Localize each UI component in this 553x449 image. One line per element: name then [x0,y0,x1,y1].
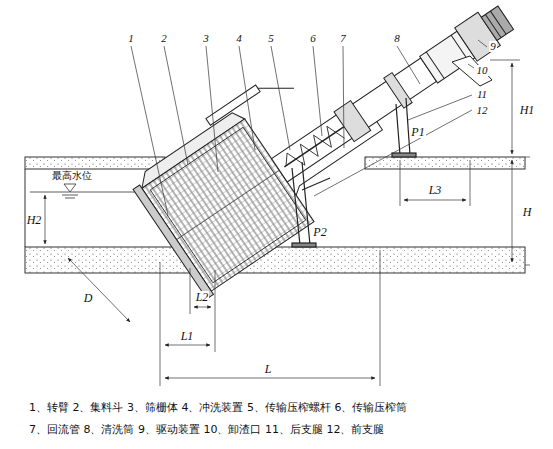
drawing-stroke [215,270,216,352]
drawing-stroke [64,184,76,192]
dimension-label: D [83,292,94,304]
discharge-outlet [452,56,492,86]
drawing-stroke [302,178,330,190]
drawing-stroke [478,40,487,47]
drawing-stroke [272,58,437,182]
drawing-stroke [485,14,501,37]
dimension-label: H2 [26,214,43,226]
drawing-stroke [525,157,530,158]
dimension-lines [45,60,530,386]
drawing-stroke [384,73,412,108]
drawing-stroke [525,265,530,266]
drawing-stroke [150,127,305,282]
drawing-stroke [400,160,401,206]
drawing-stroke [131,46,168,215]
callout-number: 9 [489,41,497,52]
legs [292,98,416,247]
drawing-stroke [490,11,506,34]
callout-number: 4 [235,33,243,44]
drawing-stroke [25,157,165,169]
callout-number: 1 [127,33,135,44]
drawing-stroke [408,95,472,120]
drawing-stroke [160,262,161,386]
drawing-stroke [292,243,316,247]
drawing-stroke [313,46,322,136]
drawing-stroke [392,153,416,157]
drawing-stroke [512,63,513,154]
drawing-stroke [302,162,310,245]
drawing-stroke [380,250,381,386]
drawing-stroke [190,268,191,314]
parts-list: 1、转臂 2、集料斗 3、筛栅体 4、冲洗装置 5、传输压榨螺杆 6、传输压榨筒 [28,402,408,413]
drawing-stroke [404,200,466,201]
dimension-label: L2 [195,291,210,303]
callout-number: 2 [160,33,168,44]
callout-number: 7 [339,33,347,44]
drawing-stroke [397,46,420,84]
drawing-stroke [481,6,513,40]
drawing-stroke [468,64,474,68]
dimension-label: L3 [428,184,443,196]
drawing-stroke [490,60,520,61]
parts-list: 7、回流管 8、清洗筒 9、驱动装置 10、卸渣口 11、后支腿 12、前支腿 [28,424,385,435]
drawing-stroke [284,127,344,167]
drawing-stroke [68,258,130,322]
drawing-stroke [258,72,294,105]
callout-number: 6 [309,33,317,44]
drawing-stroke [165,378,375,379]
drawing-stroke [512,160,513,262]
drawing-stroke [280,122,344,174]
callout-number: 12 [476,105,489,116]
drawing-stroke [25,169,26,247]
drawing-stroke [164,46,188,165]
drawing-stroke [206,85,260,125]
dimension-label: L1 [180,330,195,342]
leader-lines [131,40,487,215]
callout-number: 11 [476,89,488,100]
dimension-label: P1 [410,126,425,138]
drum-screen [123,0,543,299]
drawing-stroke [426,52,444,79]
dimension-label: L [264,363,273,375]
drawing-stroke [292,168,300,245]
dimension-label: H1 [519,104,536,116]
drawing-stroke [334,101,371,142]
drawing-stroke [396,104,400,155]
drawing-stroke [365,157,525,169]
drawing-stroke [194,307,211,308]
dimension-label: H [522,206,533,218]
callout-number: 8 [393,33,401,44]
drawing-stroke [65,198,75,199]
drawing-stroke [133,185,213,299]
drawing-stroke [343,46,344,148]
drawing-stroke [271,46,290,150]
drawing-stroke [206,46,218,172]
drawing-stroke [165,345,210,346]
drawing-stroke [25,247,525,273]
drawing-stroke [142,119,314,291]
callout-number: 3 [202,33,210,44]
drawing-stroke [45,195,46,244]
drawing-stroke [470,160,471,206]
drawing-stroke [314,110,472,196]
dimension-label: P2 [312,226,327,238]
drawing-stroke [239,46,255,150]
water-level-label: 最高水位 [51,171,93,181]
callout-number: 10 [476,65,489,76]
callout-number: 5 [267,33,275,44]
drawing-stroke [177,170,280,239]
drawing-stroke [62,195,78,196]
